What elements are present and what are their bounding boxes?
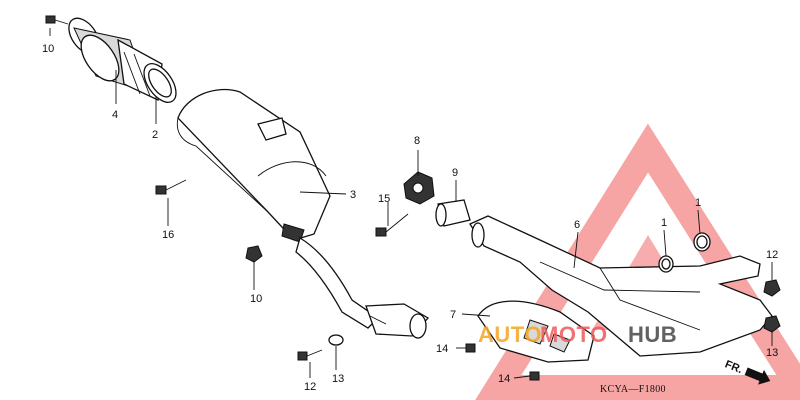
callout-11: 12 [304,381,316,393]
watermark-hub: HUB [628,322,677,347]
callout-12a: 12 [766,249,778,261]
heat-shield [477,300,595,363]
direction-label: FR. [723,358,744,376]
leader-lines [49,28,773,379]
silencer-cap [68,17,177,103]
callout-14b: 14 [498,373,510,385]
watermark-auto: AUTO [478,322,542,347]
clamp-7 [403,171,435,205]
washer-13 [328,334,344,346]
callout-7: 8 [414,135,420,147]
gaskets-1 [658,232,711,273]
callout-1a: 1 [661,217,667,229]
callout-16: 16 [162,229,174,241]
nuts-12 [763,279,781,333]
part-code: KCYA—F1800 [600,384,666,395]
callout-8: 9 [452,167,458,179]
exhaust-pipe [469,215,773,357]
watermark-moto: MOTO [540,322,608,347]
callout-14a: 14 [436,343,448,355]
bolt-15 [375,213,409,237]
muffler [176,88,430,339]
callout-9: 10 [250,293,262,305]
nut-9 [245,245,263,263]
callout-1b: 1 [695,197,701,209]
callout-13: 13 [332,373,344,385]
bolt-10 [45,15,69,25]
callout-5: 6 [574,219,580,231]
bolt-11 [297,349,323,361]
callout-3: 3 [350,189,356,201]
callout-15: 15 [378,193,390,205]
callout-4: 4 [112,109,118,121]
callout-12b: 13 [766,347,778,359]
sleeve-8 [435,199,471,227]
bolt-16 [155,179,187,195]
callout-6: 7 [450,309,456,321]
callout-10: 10 [42,43,54,55]
watermark-text: AUTO MOTO HUB [478,322,677,347]
callout-2: 2 [152,129,158,141]
